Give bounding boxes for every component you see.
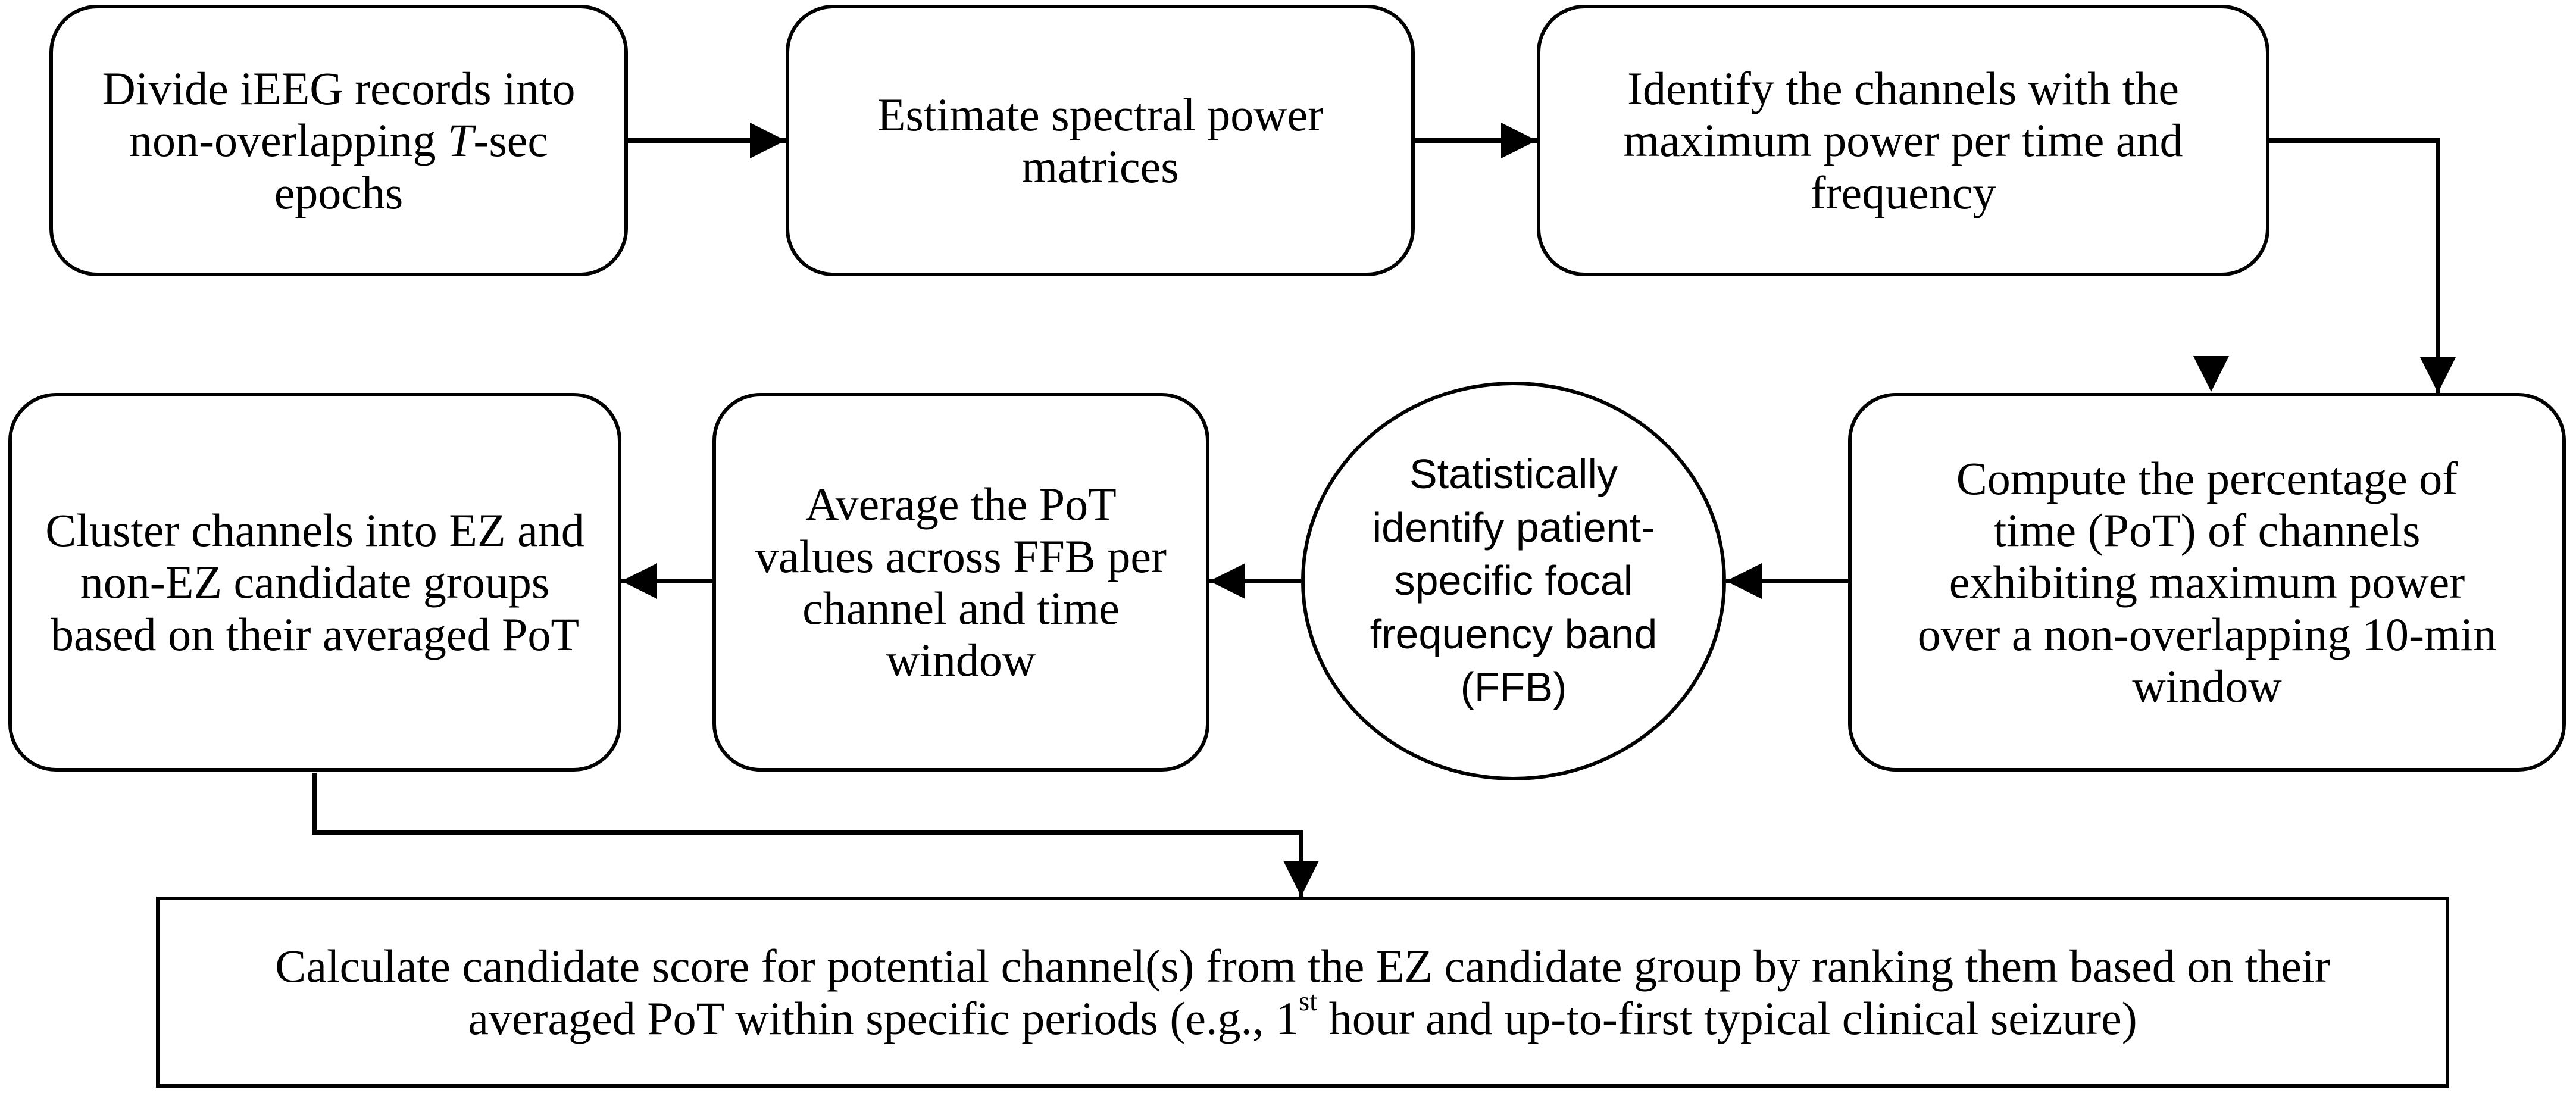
step-divide-epochs: Divide iEEG records into non-overlapping… (49, 5, 628, 276)
step-compute-pot: Compute the percentage of time (PoT) of … (1848, 393, 2566, 772)
arrow-cluster-to-candidate-score (312, 773, 1319, 897)
step-average-pot: Average the PoT values across FFB per ch… (712, 393, 1209, 772)
arrow-identify-channels-to-compute-pot (2211, 138, 2456, 393)
step-average-pot-label: Average the PoT values across FFB per ch… (755, 478, 1167, 686)
step-candidate-score-label: Calculate candidate score for potential … (275, 940, 2330, 1044)
step-cluster-channels-label: Cluster channels into EZ and non-EZ cand… (45, 504, 584, 660)
step-identify-max-channels-label: Identify the channels with the maximum p… (1623, 62, 2183, 218)
step-divide-epochs-label: Divide iEEG records into non-overlapping… (102, 62, 576, 218)
step-estimate-power: Estimate spectral power matrices (786, 5, 1415, 276)
step-cluster-channels: Cluster channels into EZ and non-EZ cand… (8, 393, 621, 772)
step-identify-ffb: Statistically identify patient-specific … (1301, 382, 1726, 780)
step-estimate-power-label: Estimate spectral power matrices (877, 88, 1324, 192)
step-identify-max-channels: Identify the channels with the maximum p… (1537, 5, 2269, 276)
step-identify-ffb-label: Statistically identify patient-specific … (1370, 451, 1658, 711)
step-candidate-score: Calculate candidate score for potential … (156, 897, 2449, 1088)
step-compute-pot-label: Compute the percentage of time (PoT) of … (1917, 452, 2497, 713)
